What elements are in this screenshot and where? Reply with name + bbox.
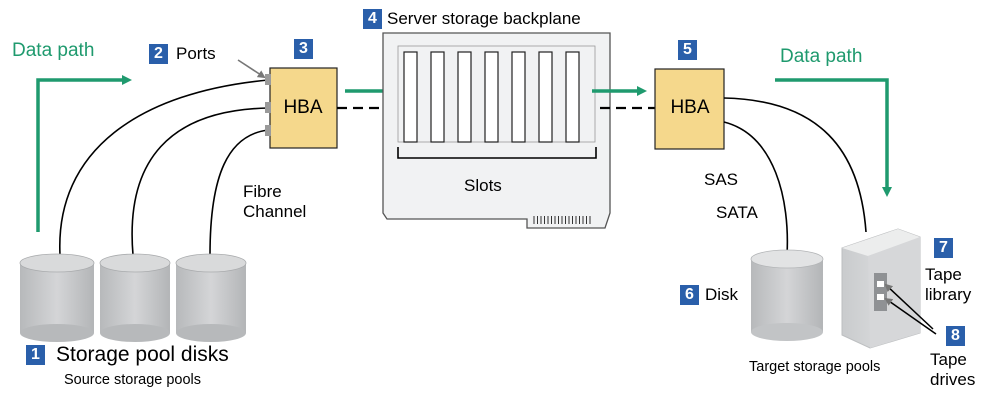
edge-connector xyxy=(533,216,591,224)
slot-1 xyxy=(403,51,418,143)
hba-right-label: HBA xyxy=(670,97,710,118)
hba-right-box xyxy=(654,68,725,150)
fibre-channel-cables xyxy=(59,79,269,256)
source-disk-3 xyxy=(175,253,247,342)
fibre-channel-label: Fibre Channel xyxy=(243,182,307,221)
port-3 xyxy=(265,125,271,136)
hba-left-label: HBA xyxy=(283,97,323,118)
tape-library-cable xyxy=(723,97,867,233)
tape-drive-pointer-1 xyxy=(884,283,934,330)
source-storage-pools-label: Source storage pools xyxy=(64,372,202,388)
source-disk-1 xyxy=(19,253,95,342)
hba-left-box xyxy=(265,67,338,149)
slot-2 xyxy=(430,51,445,143)
badge-4: 4 xyxy=(363,9,382,29)
slot-3 xyxy=(457,51,472,143)
slots-label: Slots xyxy=(464,176,502,195)
slots-bracket xyxy=(397,147,597,159)
slot-4 xyxy=(484,51,499,143)
data-path-label-right: Data path xyxy=(780,46,863,67)
port-2 xyxy=(265,102,271,113)
sata-label: SATA xyxy=(716,203,758,222)
port-1 xyxy=(265,74,271,85)
badge-7: 7 xyxy=(934,238,953,258)
server-storage-backplane-label: Server storage backplane xyxy=(387,9,581,28)
tape-drive-slot-2 xyxy=(877,294,884,300)
ports-pointer-arrow xyxy=(237,59,266,79)
sas-label: SAS xyxy=(704,170,739,189)
tape-drive-slot-1 xyxy=(877,281,884,287)
target-storage-pools-label: Target storage pools xyxy=(749,359,881,375)
sas-sata-cable xyxy=(723,121,789,256)
data-path-arrow-left xyxy=(36,75,132,232)
ports-label: Ports xyxy=(176,44,216,63)
badge-6: 6 xyxy=(680,285,699,305)
target-disk xyxy=(750,249,824,341)
slot-7 xyxy=(565,51,580,143)
disk-label: Disk xyxy=(705,285,739,304)
data-path-label-left: Data path xyxy=(12,40,95,61)
tape-library-label: Tape library xyxy=(925,265,972,304)
server-storage-backplane xyxy=(382,32,611,229)
badge-3: 3 xyxy=(294,39,313,59)
source-disk-2 xyxy=(99,253,171,342)
badge-2: 2 xyxy=(149,44,168,64)
slot-5 xyxy=(511,51,526,143)
storage-pool-disks-label: Storage pool disks xyxy=(56,343,229,366)
tape-drive-pointer-2 xyxy=(884,297,937,335)
badge-5: 5 xyxy=(678,40,697,60)
slot-6 xyxy=(538,51,553,143)
tape-library-device xyxy=(841,228,921,349)
badge-8: 8 xyxy=(946,326,965,346)
badge-1: 1 xyxy=(26,345,45,365)
data-path-arrow-right xyxy=(775,78,892,197)
tape-drives-label: Tape drives xyxy=(930,350,976,389)
